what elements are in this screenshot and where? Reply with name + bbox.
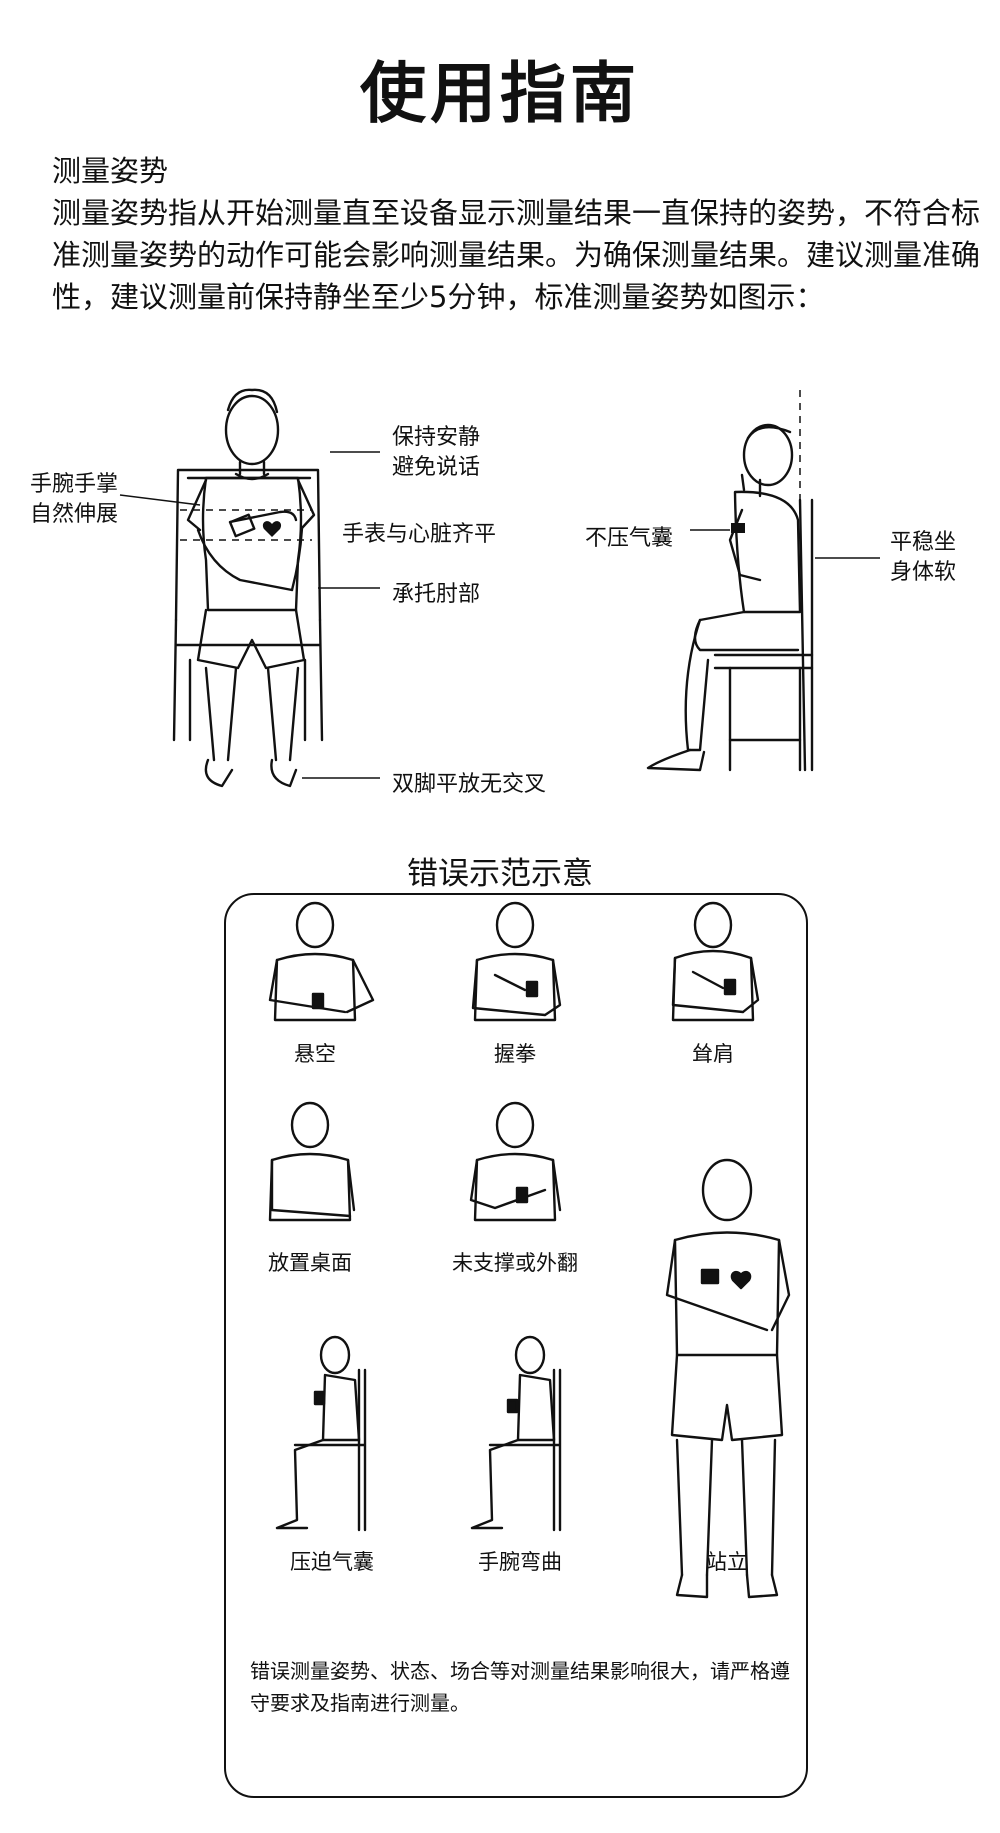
watch-icon	[731, 523, 745, 533]
heart-icon	[262, 521, 282, 537]
error-caption: 耸肩	[692, 1042, 734, 1066]
error-caption: 未支撑或外翻	[452, 1251, 578, 1275]
label-no-press: 不压气囊	[585, 526, 674, 551]
error-caption: 手腕弯曲	[478, 1550, 562, 1574]
label-watch-heart: 手表与心脏齐平	[342, 522, 497, 547]
label-quiet: 保持安静 避免说话	[392, 423, 480, 483]
label-sit-steady: 平稳坐 身体软	[890, 528, 956, 588]
errors-title: 错误示范示意	[407, 856, 593, 892]
errors-note: 错误测量姿势、状态、场合等对测量结果影响很大，请严格遵守要求及指南进行测量。	[250, 1659, 790, 1715]
side-seated-figure	[646, 390, 880, 772]
page-title: 使用指南	[360, 55, 640, 132]
posture-heading: 测量姿势	[52, 154, 169, 188]
front-seated-figure	[119, 388, 380, 788]
label-sit-steady-text: 平稳坐 身体软	[890, 530, 957, 585]
error-caption: 站立	[706, 1550, 748, 1574]
label-elbow: 承托肘部	[392, 582, 481, 607]
error-caption: 握拳	[494, 1042, 536, 1066]
heart-icon	[730, 1270, 752, 1290]
watch-icon	[700, 1268, 720, 1285]
error-figures	[268, 901, 791, 1599]
label-feet: 双脚平放无交叉	[392, 772, 547, 797]
error-caption: 放置桌面	[268, 1251, 352, 1275]
error-caption: 悬空	[294, 1042, 336, 1066]
error-caption: 压迫气囊	[290, 1550, 374, 1574]
posture-paragraph: 测量姿势指从开始测量直至设备显示测量结果一直保持的姿势，不符合标准测量姿势的动作…	[52, 196, 981, 314]
watch-icon	[228, 513, 256, 538]
errors-panel	[224, 893, 808, 1798]
label-quiet-text: 保持安静 避免说话	[392, 425, 481, 480]
label-wrist-palm-text: 手腕手掌 自然伸展	[30, 472, 119, 527]
label-wrist-palm: 手腕手掌 自然伸展	[30, 470, 118, 530]
